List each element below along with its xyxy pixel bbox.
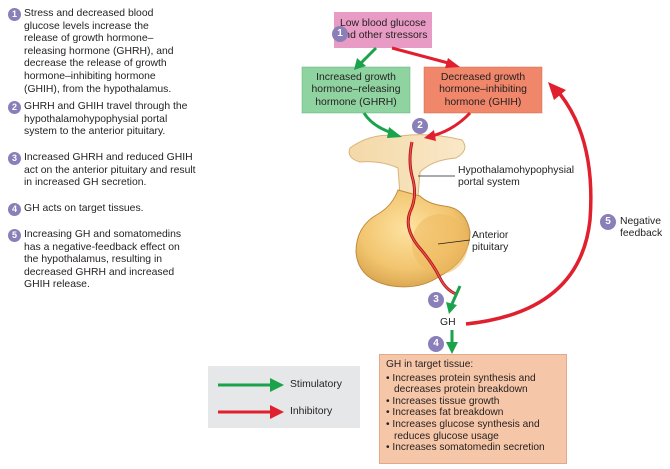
marker-5: 5	[600, 214, 616, 230]
stimulatory-arrow-to-ghrh	[358, 46, 378, 66]
negative-feedback-arrow	[465, 92, 593, 326]
ghih-line: Decreased growth	[440, 72, 526, 83]
target-effect-item: • Increases fat breakdown	[386, 407, 504, 419]
step-number: 3	[8, 152, 21, 165]
legend-inhibitory-label: Inhibitory	[290, 406, 333, 417]
stimulus-box: Low blood glucose and other stressors	[334, 18, 432, 43]
step-text: GHRH and GHIH travel through the hypotha…	[24, 101, 188, 138]
target-effect-item: • Increases glucose synthesis and reduce…	[386, 418, 540, 442]
anterior-pituitary-label: Anterior pituitary	[472, 230, 508, 255]
pituitary-label-line: Anterior	[472, 230, 509, 241]
stimulus-line: Low blood glucose	[339, 18, 427, 29]
ghrh-line: hormone–releasing	[311, 84, 401, 96]
marker-2: 2	[412, 118, 428, 134]
step-text: Increasing GH and somatomedins has a neg…	[24, 229, 182, 291]
ghih-line: hormone–inhibiting	[439, 84, 527, 96]
target-tissue-list: • Increases protein synthesis and decrea…	[386, 373, 560, 454]
pituitary-label-line: pituitary	[472, 242, 509, 254]
gh-secretion-arrow	[450, 285, 462, 305]
step-number: 5	[8, 229, 21, 242]
step-number: 1	[8, 8, 21, 21]
step-4: 4 GH acts on target tissues.	[8, 203, 298, 216]
target-effect-item: • Increases tissue growth	[386, 395, 500, 407]
legend-stimulatory-label: Stimulatory	[290, 379, 342, 390]
step-5: 5 Increasing GH and somatomedins has a n…	[8, 229, 298, 292]
target-tissue-title: GH in target tissue:	[386, 359, 474, 370]
ghrh-box: Increased growth hormone–releasing hormo…	[302, 72, 410, 109]
marker-4: 4	[428, 336, 444, 352]
portal-label-line: portal system	[458, 177, 520, 189]
ghrh-arrow-to-portal	[362, 112, 393, 135]
marker-3: 3	[428, 292, 444, 308]
step-3: 3 Increased GHRH and reduced GHIH act on…	[8, 152, 298, 190]
feedback-label-line: Negative	[620, 216, 662, 227]
feedback-label-line: feedback	[620, 228, 663, 240]
step-number: 4	[8, 203, 21, 216]
target-effect-item: • Increases protein synthesis and decrea…	[386, 372, 536, 396]
step-text: Stress and decreased blood glucose level…	[24, 8, 174, 95]
pituitary-leader-line	[437, 239, 471, 245]
target-tissue-box: GH in target tissue: • Increases protein…	[379, 354, 567, 464]
marker-1: 1	[332, 26, 348, 42]
target-effect-item: • Increases somatomedin secretion	[386, 442, 545, 454]
step-1: 1 Stress and decreased blood glucose lev…	[8, 8, 298, 96]
portal-system-label: Hypothalamohypophysial portal system	[458, 165, 574, 190]
ghih-arrow-to-portal	[431, 111, 472, 138]
ghrh-line: Increased growth	[316, 72, 396, 83]
portal-label-line: Hypothalamohypophysial	[458, 165, 575, 176]
step-text: GH acts on target tissues.	[24, 203, 144, 214]
hypothalamus-shape	[348, 134, 466, 199]
ghih-box: Decreased growth hormone–inhibiting horm…	[424, 72, 542, 109]
step-text: Increased GHRH and reduced GHIH act on t…	[24, 152, 196, 189]
negative-feedback-label: Negative feedback	[620, 216, 662, 241]
step-number: 2	[8, 101, 21, 114]
inhibitory-arrow-to-ghih	[391, 46, 453, 66]
legend-bg	[208, 366, 360, 428]
stimulus-box-bg	[334, 12, 432, 48]
step-2: 2 GHRH and GHIH travel through the hypot…	[8, 101, 298, 139]
stimulus-line: and other stressors	[338, 30, 428, 42]
ghih-line: hormone (GHIH)	[444, 96, 522, 108]
gh-label: GH	[440, 317, 456, 328]
ghih-box-bg	[423, 66, 543, 114]
ghrh-line: hormone (GHRH)	[315, 96, 397, 108]
